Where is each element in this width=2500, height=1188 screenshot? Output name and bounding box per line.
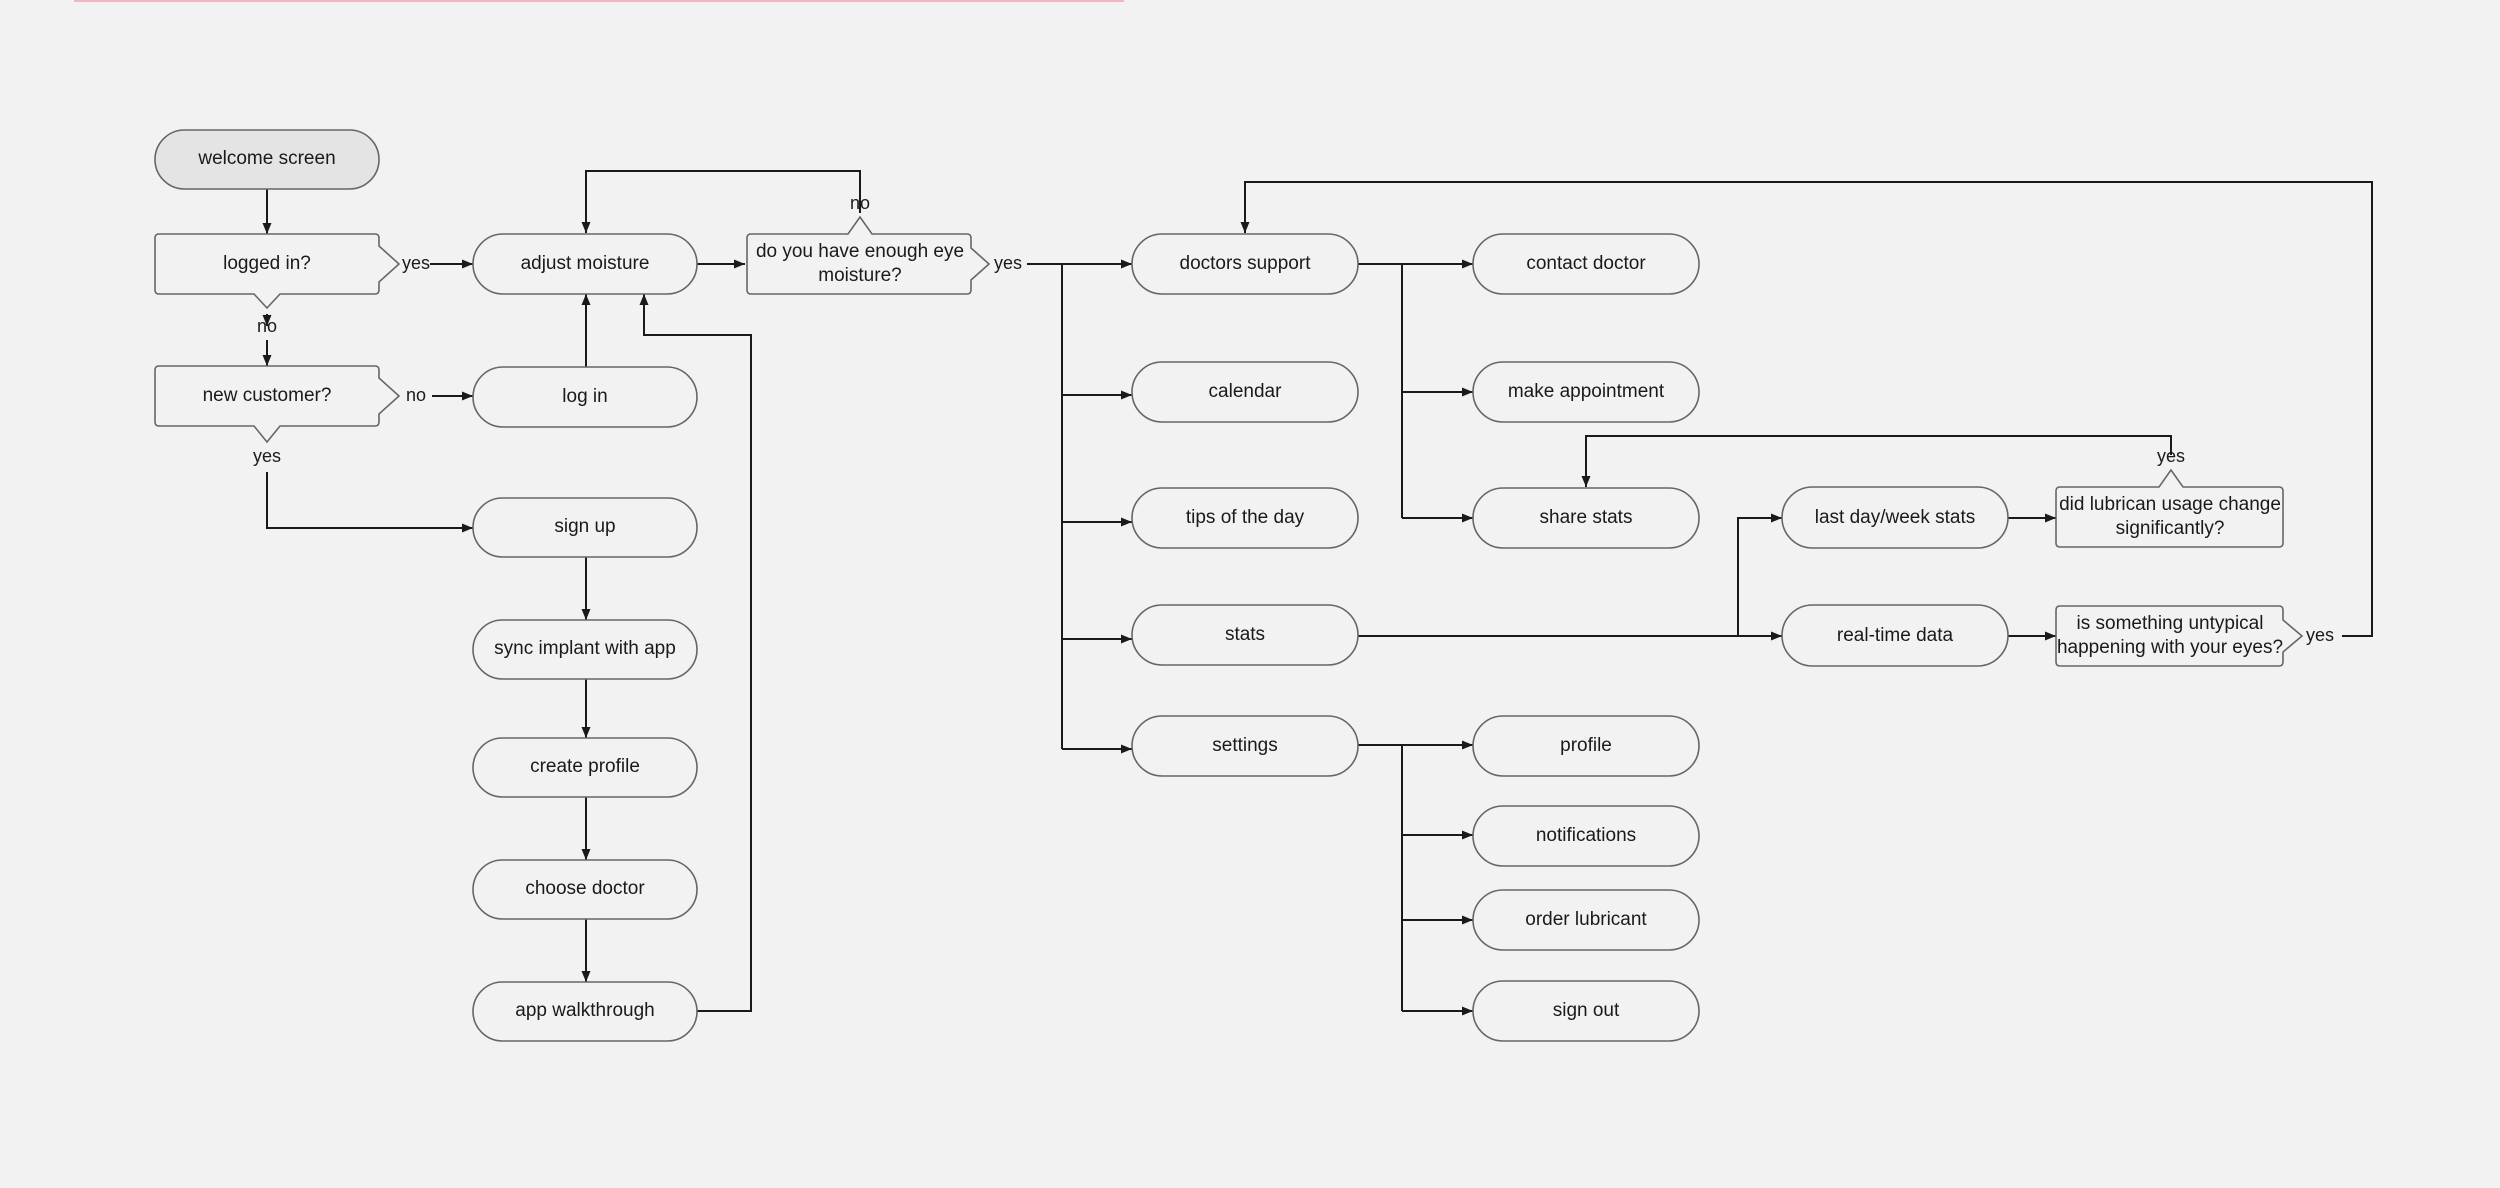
edge-label-lubrican-yes: yes — [2157, 446, 2185, 466]
svg-text:sign out: sign out — [1553, 1000, 1620, 1021]
svg-text:logged in?: logged in? — [223, 253, 311, 274]
svg-text:profile: profile — [1560, 735, 1612, 756]
node-adjust-moisture[interactable]: adjust moisture — [472, 233, 698, 295]
svg-text:sign up: sign up — [554, 516, 615, 537]
edge-lubrican-yes — [1581, 435, 2172, 487]
node-share-stats[interactable]: share stats — [1472, 487, 1700, 549]
svg-text:do you have enough eye: do you have enough eye — [756, 241, 964, 262]
svg-text:is something untypical: is something untypical — [2077, 613, 2264, 634]
edge-label-moisture-no: no — [850, 193, 870, 213]
node-doctors-support[interactable]: doctors support — [1131, 233, 1359, 295]
node-log-in[interactable]: log in — [472, 366, 698, 428]
svg-text:choose doctor: choose doctor — [525, 878, 645, 899]
edge-walkthrough-to-adjust — [639, 294, 752, 1012]
svg-text:did lubrican usage change: did lubrican usage change — [2059, 494, 2281, 515]
edge-stats-to-lastday — [1737, 513, 1782, 636]
svg-text:log in: log in — [562, 386, 607, 407]
edge-label-new-customer-yes: yes — [253, 446, 281, 466]
svg-text:tips of the day: tips of the day — [1186, 507, 1305, 528]
node-contact-doctor[interactable]: contact doctor — [1472, 233, 1700, 295]
node-sign-up[interactable]: sign up — [472, 497, 698, 558]
svg-text:significantly?: significantly? — [2116, 518, 2225, 539]
node-create-profile[interactable]: create profile — [472, 737, 698, 798]
svg-text:adjust moisture: adjust moisture — [521, 253, 650, 274]
edge-label-logged-in-no: no — [257, 316, 277, 336]
node-tips-of-the-day[interactable]: tips of the day — [1131, 487, 1359, 549]
node-real-time-data[interactable]: real-time data — [1781, 604, 2009, 667]
svg-text:make appointment: make appointment — [1508, 381, 1665, 402]
svg-text:contact doctor: contact doctor — [1526, 253, 1646, 274]
edge-label-untypical-yes: yes — [2306, 625, 2334, 645]
node-welcome-screen[interactable]: welcome screen — [154, 129, 380, 190]
svg-text:app walkthrough: app walkthrough — [515, 1000, 654, 1021]
edge-label-new-customer-no: no — [406, 385, 426, 405]
svg-text:order lubricant: order lubricant — [1525, 909, 1647, 930]
svg-text:real-time data: real-time data — [1837, 625, 1954, 646]
node-order-lubricant[interactable]: order lubricant — [1472, 889, 1700, 951]
decision-logged-in[interactable]: logged in? — [154, 233, 401, 310]
node-profile[interactable]: profile — [1472, 715, 1700, 777]
node-calendar[interactable]: calendar — [1131, 361, 1359, 423]
edge-label-moisture-yes: yes — [994, 253, 1022, 273]
edge-new-customer-yes — [266, 472, 473, 533]
decision-enough-moisture[interactable]: do you have enough eye moisture? — [746, 215, 991, 295]
decision-lubrican-usage-change[interactable]: did lubrican usage change significantly? — [2055, 468, 2284, 548]
svg-text:sync implant with app: sync implant with app — [494, 638, 676, 659]
node-notifications[interactable]: notifications — [1472, 805, 1700, 867]
node-choose-doctor[interactable]: choose doctor — [472, 859, 698, 920]
svg-text:welcome screen: welcome screen — [197, 148, 335, 169]
svg-text:stats: stats — [1225, 624, 1265, 645]
node-make-appointment[interactable]: make appointment — [1472, 361, 1700, 423]
edge-untypical-yes — [1240, 181, 2373, 637]
connectors — [262, 170, 2373, 1016]
svg-text:moisture?: moisture? — [818, 265, 901, 286]
svg-text:last day/week stats: last day/week stats — [1815, 507, 1976, 528]
edge-label-logged-in-yes: yes — [402, 253, 430, 273]
top-accent-line — [74, 0, 1124, 2]
node-last-day-week-stats[interactable]: last day/week stats — [1781, 486, 2009, 549]
svg-text:share stats: share stats — [1540, 507, 1633, 528]
svg-text:calendar: calendar — [1209, 381, 1283, 402]
node-app-walkthrough[interactable]: app walkthrough — [472, 981, 698, 1042]
svg-text:create profile: create profile — [530, 756, 640, 777]
edge-question-no — [581, 170, 861, 233]
node-settings[interactable]: settings — [1131, 715, 1359, 777]
svg-text:notifications: notifications — [1536, 825, 1636, 846]
node-stats[interactable]: stats — [1131, 604, 1359, 666]
svg-text:new customer?: new customer? — [203, 385, 332, 406]
node-sync-implant[interactable]: sync implant with app — [472, 619, 698, 680]
decision-untypical-eyes[interactable]: is something untypical happening with yo… — [2055, 605, 2304, 667]
svg-text:settings: settings — [1212, 735, 1277, 756]
decision-new-customer[interactable]: new customer? — [154, 365, 401, 444]
node-sign-out[interactable]: sign out — [1472, 980, 1700, 1042]
svg-text:happening with your eyes?: happening with your eyes? — [2057, 637, 2283, 658]
svg-text:doctors support: doctors support — [1180, 253, 1312, 274]
